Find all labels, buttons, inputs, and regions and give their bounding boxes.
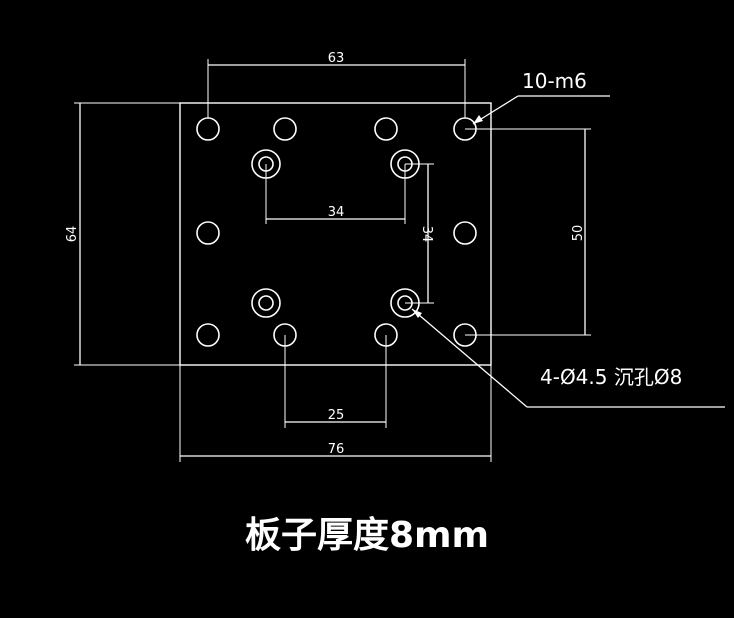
counterbore-holes xyxy=(251,149,420,318)
dim-64-label: 64 xyxy=(65,226,80,243)
tapped-hole xyxy=(273,117,297,141)
dim-34-h-label: 34 xyxy=(328,205,345,220)
dim-25-label: 25 xyxy=(328,408,345,423)
dim-76-label: 76 xyxy=(328,442,345,457)
dimension-top-63: 63 xyxy=(207,51,466,118)
callout-tapped-holes: 10-m6 xyxy=(472,69,610,125)
counterbore-inner xyxy=(258,295,274,311)
dim-34-v-label: 34 xyxy=(419,226,434,243)
tapped-hole xyxy=(453,221,477,245)
callout-counterbore-label: 4-Ø4.5 沉孔Ø8 xyxy=(540,365,682,389)
dimension-bottom-25: 25 xyxy=(284,335,387,428)
plate-outline xyxy=(179,102,492,366)
tapped-hole xyxy=(196,221,220,245)
dim-50-label: 50 xyxy=(571,225,586,242)
tapped-hole xyxy=(196,323,220,347)
dimension-left-64: 64 xyxy=(65,102,180,366)
dimension-inner-34-v: 34 xyxy=(405,163,434,304)
tapped-hole xyxy=(374,117,398,141)
plate-thickness-caption: 板子厚度8mm xyxy=(244,515,490,556)
tapped-hole xyxy=(196,117,220,141)
dimension-right-50: 50 xyxy=(465,128,591,336)
callout-counterbore-holes: 4-Ø4.5 沉孔Ø8 xyxy=(411,308,725,408)
callout-tapped-label: 10-m6 xyxy=(522,69,587,93)
counterbore-outer xyxy=(251,288,281,318)
dim-63-label: 63 xyxy=(328,51,345,66)
dimension-bottom-76: 76 xyxy=(179,365,492,462)
dimension-inner-34-h: 34 xyxy=(265,164,406,224)
